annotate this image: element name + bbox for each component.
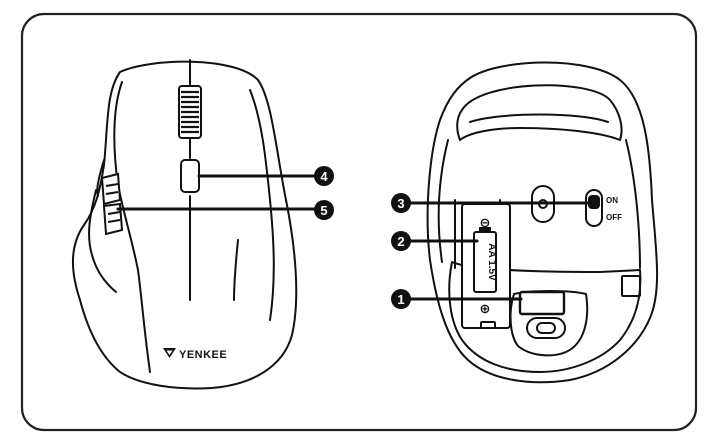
brand-logo-text: YENKEE: [179, 349, 227, 361]
brand-logo: YENKEE: [163, 348, 227, 361]
dpi-button-icon: [180, 159, 200, 193]
battery-plus-symbol: ⊕: [480, 301, 491, 316]
scroll-wheel-icon: [178, 85, 202, 139]
callout-3: 3: [391, 193, 411, 213]
svg-text:3: 3: [397, 196, 404, 211]
mouse-top-outline: [72, 60, 298, 390]
switch-off-label: OFF: [606, 213, 622, 222]
switch-on-label: ON: [606, 196, 618, 205]
sensor-pad-icon: [526, 317, 566, 339]
callout-5: 5: [314, 200, 334, 220]
mouse-top-view: [72, 59, 298, 390]
power-switch-icon: [585, 189, 603, 227]
mouse-bottom-outline: [426, 61, 659, 384]
svg-text:4: 4: [320, 169, 328, 184]
diagram-frame: [20, 12, 698, 432]
callout-1: 1: [391, 289, 411, 309]
callout-2: 2: [391, 231, 411, 251]
battery-minus-symbol: ⊖: [480, 215, 491, 230]
callout-4: 4: [314, 166, 334, 186]
receiver-slot-icon: [518, 290, 566, 316]
svg-text:2: 2: [397, 234, 404, 249]
svg-text:5: 5: [320, 203, 327, 218]
battery-label: AA 1.5V: [486, 243, 497, 281]
battery-compartment: [461, 203, 511, 329]
side-buttons-icon: [100, 172, 124, 236]
svg-text:1: 1: [397, 292, 404, 307]
